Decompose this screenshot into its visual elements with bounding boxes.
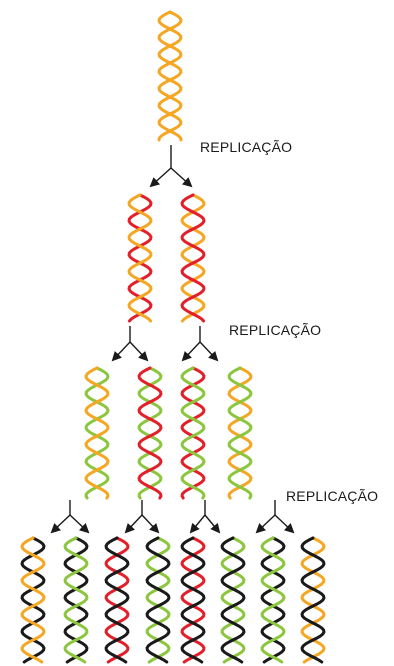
strand-parental_strand [180, 193, 206, 323]
strand-parental_strand [127, 193, 153, 323]
strand-gen3_strand [180, 536, 206, 664]
strand-parental_strand [84, 366, 110, 500]
generation-3-helix-3 [104, 536, 130, 664]
generation-3-helix-1 [20, 536, 46, 664]
strand-parental_strand [20, 536, 46, 664]
generation-3-helix-6 [220, 536, 246, 664]
arrow-right [69, 514, 90, 534]
arrow-right [204, 514, 221, 534]
strand-gen1_strand [180, 366, 206, 500]
strand-gen2_strand [260, 536, 286, 664]
strand-gen1_strand [180, 193, 206, 323]
generation-3-helix-4 [145, 536, 171, 664]
strand-gen3_strand [145, 536, 171, 664]
generation-3-helix-8 [300, 536, 326, 664]
strand-parental_strand [300, 536, 326, 664]
strand-gen1_strand [137, 366, 163, 500]
arrow-right [199, 341, 219, 362]
strand-gen1_strand [127, 193, 153, 323]
parental-helix-1 [157, 10, 183, 142]
strand-gen2_strand [180, 366, 206, 500]
strand-gen2_strand [227, 366, 253, 500]
arrow-right [141, 514, 160, 534]
strand-gen3_strand [63, 536, 89, 664]
strand-gen3_strand [220, 536, 246, 664]
generation-2-helix-1 [84, 366, 110, 500]
strand-gen3_strand [20, 536, 46, 664]
strand-gen2_strand [137, 366, 163, 500]
generation-1-helix-1 [127, 193, 153, 323]
arrow-right [170, 167, 193, 188]
strand-gen2_strand [145, 536, 171, 664]
strand-parental_strand [157, 10, 183, 142]
strand-gen1_strand [104, 536, 130, 664]
generation-3-helix-5 [180, 536, 206, 664]
generation-2-helix-2 [137, 366, 163, 500]
generation-3-helix-7 [260, 536, 286, 664]
arrow-left [189, 514, 206, 534]
strand-gen2_strand [63, 536, 89, 664]
generation-3-helix-2 [63, 536, 89, 664]
strand-gen2_strand [220, 536, 246, 664]
generation-2-helix-3 [180, 366, 206, 500]
arrow-left [124, 514, 143, 534]
generation-2-helix-4 [227, 366, 253, 500]
strand-parental_strand [227, 366, 253, 500]
replication-label-1: REPLICAÇÃO [200, 139, 293, 155]
generation-1-helix-2 [180, 193, 206, 323]
arrow-left [111, 341, 131, 362]
replication-label-2: REPLICAÇÃO [229, 322, 322, 338]
strand-parental_strand [157, 10, 183, 142]
strand-gen1_strand [180, 536, 206, 664]
strand-gen3_strand [300, 536, 326, 664]
arrow-right [274, 514, 295, 534]
strand-gen3_strand [260, 536, 286, 664]
arrow-left [255, 514, 276, 534]
arrow-left [181, 341, 201, 362]
strand-gen3_strand [104, 536, 130, 664]
strand-gen2_strand [84, 366, 110, 500]
arrow-left [149, 167, 172, 188]
arrow-right [129, 341, 149, 362]
replication-label-3: REPLICAÇÃO [286, 488, 379, 504]
arrow-left [50, 514, 71, 534]
